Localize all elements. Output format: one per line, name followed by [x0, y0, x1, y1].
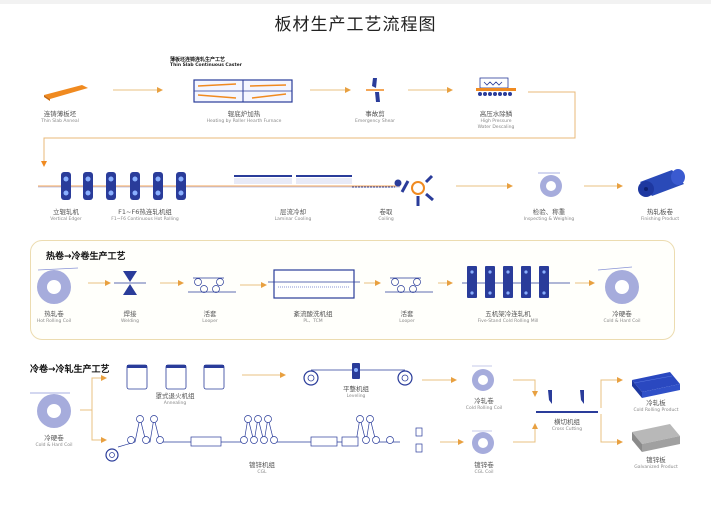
galvanizing-line-icon [105, 415, 423, 462]
cold-hard-coil-icon [30, 392, 71, 428]
section3-title: 冷卷→冷轧生产工艺 [30, 365, 110, 375]
galvanized-sheet-product-icon [632, 424, 680, 452]
annealing-furnace-icon [126, 364, 225, 390]
cold-rolling-coil-icon [472, 365, 494, 391]
coil-icon [538, 172, 562, 197]
flow-connector [600, 377, 623, 408]
welding-icon [114, 271, 146, 295]
thin-slab-icon [44, 85, 88, 101]
roller-hearth-furnace-icon [193, 79, 293, 103]
flow-connector [41, 91, 576, 167]
emergency-shear-icon [366, 78, 384, 102]
section2-title: 热卷→冷卷生产工艺 [46, 252, 126, 262]
page-title: 板材生产工艺流程图 [274, 15, 437, 35]
flow-connector [513, 423, 538, 443]
laminar-cooling-icon [234, 175, 352, 184]
cross-cutting-icon [536, 390, 598, 413]
cold-rolling-mill-icon [462, 266, 570, 298]
descaling-icon [476, 77, 516, 96]
leveling-icon [303, 363, 413, 386]
looper-icon [188, 277, 236, 293]
vertical-edger-icon [61, 172, 93, 200]
top-bar [0, 0, 711, 4]
section1-subtitle-cn: 薄板坯连铸连轧生产工艺 [170, 57, 226, 63]
flow-connector [80, 375, 107, 411]
flow-connector [91, 410, 107, 443]
looper-icon [385, 277, 433, 293]
coiler-icon [352, 174, 434, 206]
hot-coil-icon [37, 267, 79, 304]
cold-sheet-product-icon [632, 372, 680, 398]
flow-connector [513, 379, 538, 397]
galvanized-coil-icon [472, 430, 494, 454]
section1-subtitle-en: Thin Slab Continuous Caster [170, 63, 242, 68]
pickling-line-icon [268, 269, 360, 299]
flow-connector [600, 414, 623, 445]
hot-coil-product-icon [638, 169, 685, 197]
hot-rolling-mill-icon [106, 172, 186, 200]
cold-hard-coil-icon [597, 266, 639, 304]
